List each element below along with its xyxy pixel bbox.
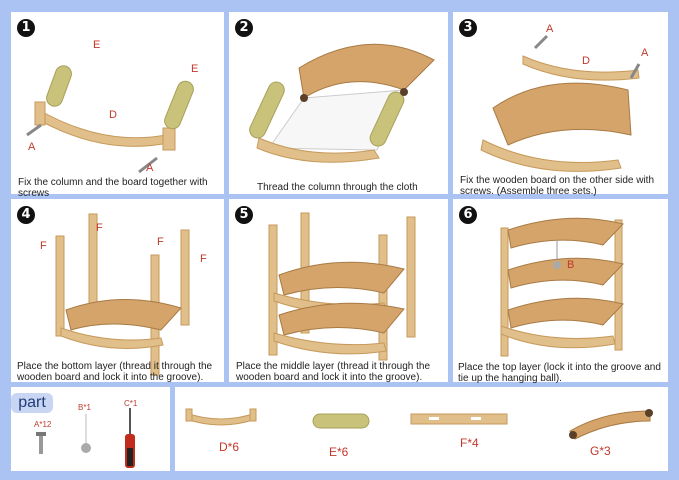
label-a-top: A [546, 23, 554, 35]
step-1-caption: Fix the column and the board together wi… [18, 177, 208, 199]
step-1-number: 1 [17, 19, 35, 37]
step-5-caption: Place the middle layer (thread it throug… [236, 361, 430, 383]
part-f-label: F*4 [460, 436, 479, 450]
cloth-g-icon [569, 409, 653, 440]
post-f-icon [410, 413, 508, 425]
step-4-illustration [55, 213, 190, 376]
step-2-caption: Thread the column through the cloth [257, 182, 418, 193]
label-d: D [109, 109, 117, 121]
part-g-label: G*3 [590, 444, 611, 458]
part-d-label: D*6 [219, 440, 240, 454]
label-a-left: A [28, 141, 36, 153]
step-3-number: 3 [459, 19, 477, 37]
step-4-number: 4 [17, 206, 35, 224]
label-f-1: F [40, 240, 47, 252]
ball-icon [81, 414, 91, 453]
board-d-icon [185, 408, 257, 426]
label-d-step3: D [582, 55, 590, 67]
label-b: B [567, 259, 575, 271]
part-a-label: A*12 [34, 420, 52, 429]
part-b-label: B*1 [78, 403, 91, 412]
step-6-illustration [500, 217, 624, 357]
label-f-3: F [157, 236, 164, 248]
step-6-caption: Place the top layer (lock it into the gr… [458, 362, 661, 384]
step-6-number: 6 [459, 206, 477, 224]
label-a-right: A [146, 162, 154, 174]
label-e-left: E [93, 39, 101, 51]
label-f-4: F [200, 253, 207, 265]
step-3-caption: Fix the wooden board on the other side w… [460, 175, 655, 197]
step-4-caption: Place the bottom layer (thread it throug… [17, 361, 213, 383]
step-2-illustration [249, 43, 435, 163]
label-f-2: F [96, 222, 103, 234]
screw-icon [36, 432, 46, 454]
screwdriver-icon [125, 408, 135, 468]
step-2-number: 2 [235, 19, 253, 37]
column-e-icon [312, 413, 370, 429]
parts-title: part [11, 393, 53, 413]
step-3-illustration [480, 34, 641, 172]
step-5-number: 5 [235, 206, 253, 224]
part-c-label: C*1 [124, 399, 138, 408]
label-e-right: E [191, 63, 199, 75]
step-1-illustration [26, 65, 194, 174]
part-e-label: E*6 [329, 445, 349, 459]
label-a-right-step3: A [641, 47, 649, 59]
step-5-illustration [268, 212, 416, 361]
